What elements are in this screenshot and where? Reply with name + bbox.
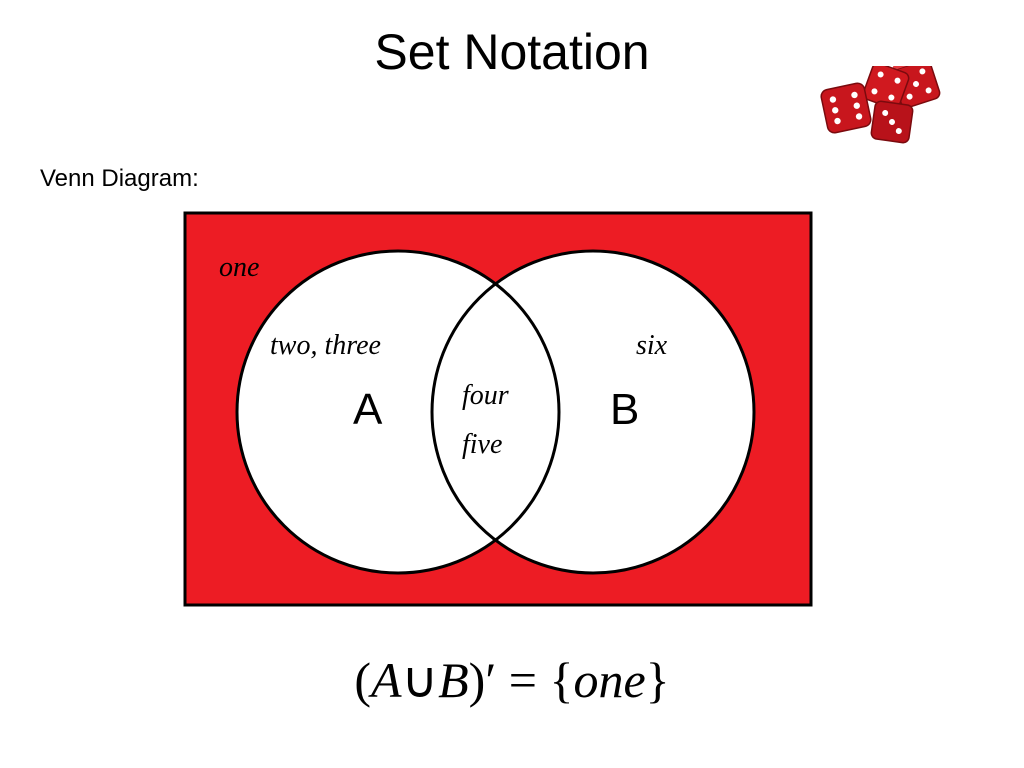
outside-element-label: one xyxy=(219,252,259,283)
set-b-name: B xyxy=(610,385,639,434)
formula-element: one xyxy=(573,652,646,708)
set-formula: (A∪B)′ = {one} xyxy=(0,648,1024,712)
set-b-outline xyxy=(430,249,756,575)
dice-icon xyxy=(820,66,941,144)
formula-open-brace: { xyxy=(549,652,574,708)
formula-close-brace: } xyxy=(645,652,670,708)
intersection-element-2: five xyxy=(462,429,502,460)
set-a-outline xyxy=(235,249,561,575)
intersection-element-1: four xyxy=(462,380,509,411)
formula-open-paren: ( xyxy=(354,652,371,708)
formula-set-b: B xyxy=(438,652,469,708)
formula-union-symbol: ∪ xyxy=(401,652,439,708)
formula-set-a: A xyxy=(370,652,402,708)
venn-diagram-label: Venn Diagram: xyxy=(40,165,199,192)
slide-title: Set Notation xyxy=(374,24,650,80)
set-b-only-elements: six xyxy=(636,330,668,361)
set-b-circle xyxy=(432,251,754,573)
set-a-only-elements: two, three xyxy=(270,330,381,361)
formula-complement: )′ xyxy=(468,652,497,708)
set-a-name: A xyxy=(353,385,383,434)
venn-diagram: one two, three four five six A B xyxy=(183,211,813,607)
formula-equals: = xyxy=(496,652,550,708)
